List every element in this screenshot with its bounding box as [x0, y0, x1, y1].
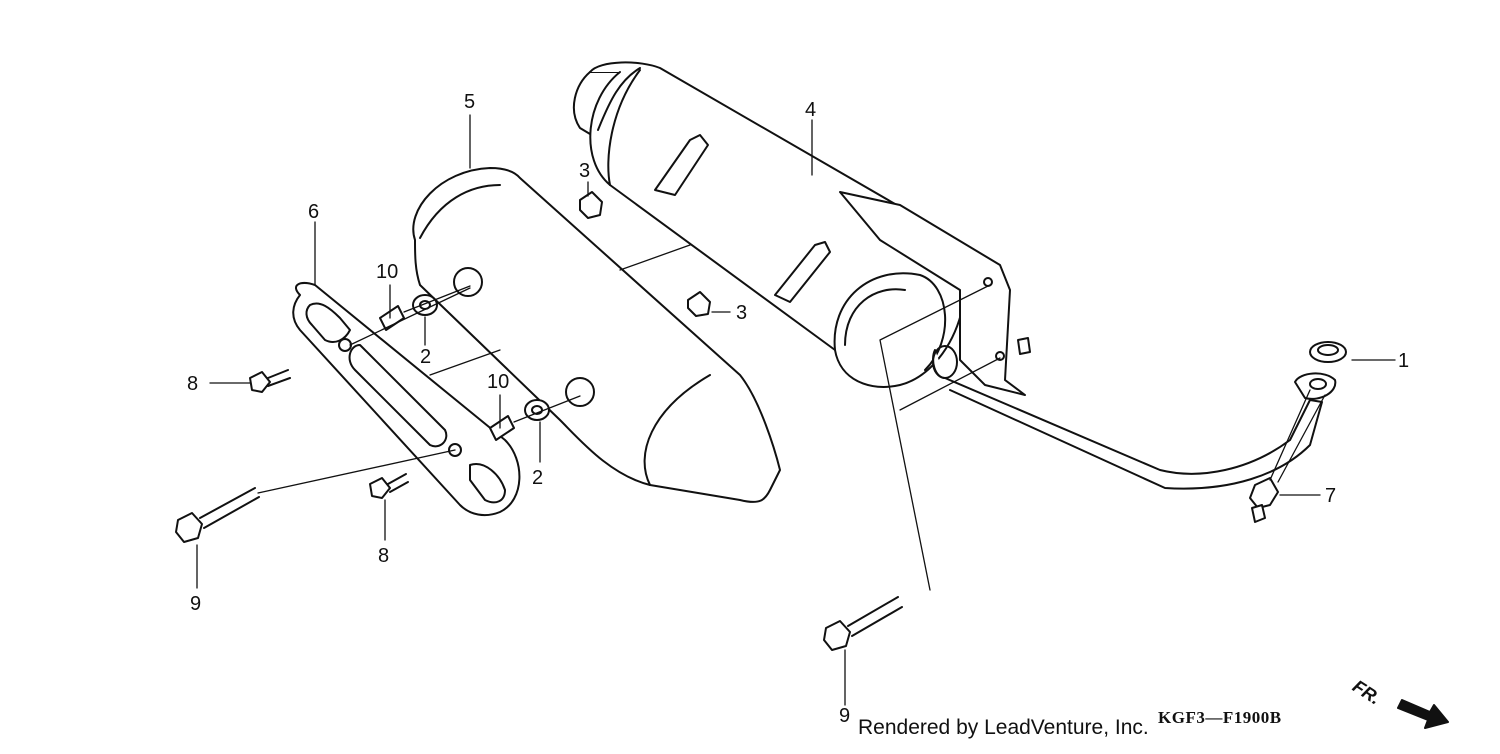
gasket	[1309, 341, 1347, 363]
callout-3-lower: 3	[736, 302, 747, 324]
cap-nut	[1249, 477, 1279, 523]
callout-5: 5	[464, 91, 475, 113]
bolt-9-left	[175, 487, 260, 543]
callout-7: 7	[1325, 485, 1336, 507]
mount-rubber-3-upper	[579, 191, 603, 219]
callout-9-left: 9	[190, 593, 201, 615]
callout-8-lower: 8	[378, 545, 389, 567]
diagram-code: KGF3—F1900B	[1158, 708, 1282, 727]
callout-10-upper: 10	[376, 261, 398, 283]
callout-4: 4	[805, 99, 816, 121]
collar-10-lower	[489, 415, 515, 441]
callout-2-upper: 2	[420, 346, 431, 368]
bolt-8-upper	[249, 369, 291, 393]
mount-rubber-3-lower	[687, 291, 711, 317]
heat-shield	[412, 167, 781, 503]
callout-1: 1	[1398, 350, 1409, 372]
render-credit: Rendered by LeadVenture, Inc.	[858, 716, 1149, 739]
front-direction-arrow-icon	[1397, 699, 1449, 729]
bolt-8-lower	[369, 473, 409, 499]
muffler-body	[572, 61, 1337, 490]
collar-10-upper	[379, 305, 405, 331]
callout-10-lower: 10	[487, 371, 509, 393]
callout-3-upper: 3	[579, 160, 590, 182]
callout-2-lower: 2	[532, 467, 543, 489]
leader-lines	[196, 114, 1396, 706]
muffler-protector	[292, 282, 521, 517]
bolt-9-right	[823, 596, 903, 651]
callout-8-upper: 8	[187, 373, 198, 395]
nut-2-upper	[412, 294, 438, 316]
callout-6: 6	[308, 201, 319, 223]
callout-9-right: 9	[839, 705, 850, 727]
